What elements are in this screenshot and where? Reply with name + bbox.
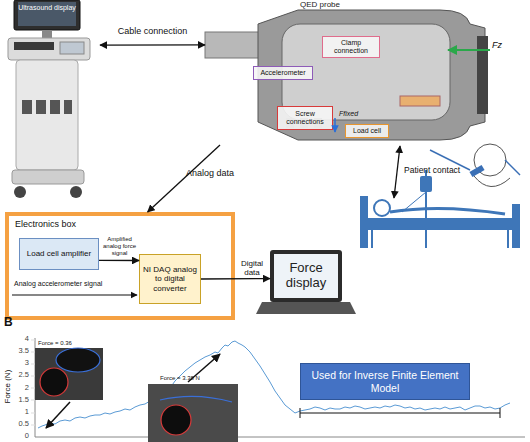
axis-title: Force (N) (3, 361, 12, 413)
connector-label: Cable connection (105, 26, 200, 36)
connector-arrow (100, 44, 205, 45)
node-text: Electronics box (15, 219, 76, 229)
tick-label: 0 (0, 432, 29, 441)
process-box: Load cell amplifier (19, 238, 99, 270)
connector-label: Amplified analog force signal (101, 236, 138, 257)
probe-node: QED probeClamp connectionAccelerometerSc… (205, 0, 505, 145)
force-symbol: Ffixed (339, 110, 379, 118)
node-text: Ultrasound display (16, 4, 78, 12)
ultrasound-machine-node: Ultrasound display (5, 0, 100, 205)
laptop-node: Force display (270, 250, 342, 302)
fixed-force-arrow (334, 118, 336, 132)
part-box: Screw connections (277, 106, 333, 130)
tick-label: 2 (0, 384, 29, 393)
tick-label: 1.5 (0, 396, 29, 405)
part-box: Load cell (345, 124, 389, 138)
ultrasound-machine (8, 0, 90, 198)
probe-illustration (205, 10, 488, 140)
force-z-arrow (448, 49, 490, 51)
electronics-box: Electronics boxLoad cell amplifier NI DAQ… (5, 212, 235, 320)
node-text: Used for Inverse Finite Element Model (301, 369, 469, 393)
node-text: Force display (274, 261, 338, 291)
patient-contact-arrow (394, 146, 400, 198)
panel-letter: B (4, 316, 24, 330)
part-box: Accelerometer (253, 66, 313, 80)
tick-label: 1 (0, 408, 29, 417)
part-box: Clamp connection (322, 36, 380, 58)
node-text: Screw connections (278, 110, 332, 126)
force-chart (31, 338, 525, 442)
connector-label: Analog data (186, 168, 246, 178)
node-text: Load cell (353, 127, 381, 135)
process-box: NI DAQ analog to digital converter (139, 254, 201, 304)
node-text: QED probe (300, 0, 340, 9)
inset-caption: Force = 3.38 N (160, 375, 240, 382)
patient-illustration (360, 144, 520, 248)
connector-arrow (148, 145, 220, 212)
annotation-text: Patient contact (404, 166, 474, 176)
tick-label: 2.5 (0, 371, 29, 380)
laptop (256, 250, 356, 314)
signal-name: Analog accelerometer signal (14, 280, 134, 288)
force-symbol: Fz (492, 40, 522, 50)
node-text: Clamp connection (323, 39, 379, 55)
node-text: NI DAQ analog to digital converter (140, 265, 200, 293)
tick-label: 4 (0, 335, 29, 344)
tick-label: 3.5 (0, 347, 29, 356)
annotation-box: Used for Inverse Finite Element Model (300, 363, 470, 400)
node-text: Load cell amplifier (27, 249, 91, 258)
tick-label: 3 (0, 359, 29, 368)
inset-arrow (46, 402, 70, 428)
connector-label: Digital data (237, 259, 267, 277)
inset-caption: Force = 0.36 (38, 340, 108, 347)
tick-label: 0.5 (0, 420, 29, 429)
node-text: Accelerometer (260, 69, 305, 77)
